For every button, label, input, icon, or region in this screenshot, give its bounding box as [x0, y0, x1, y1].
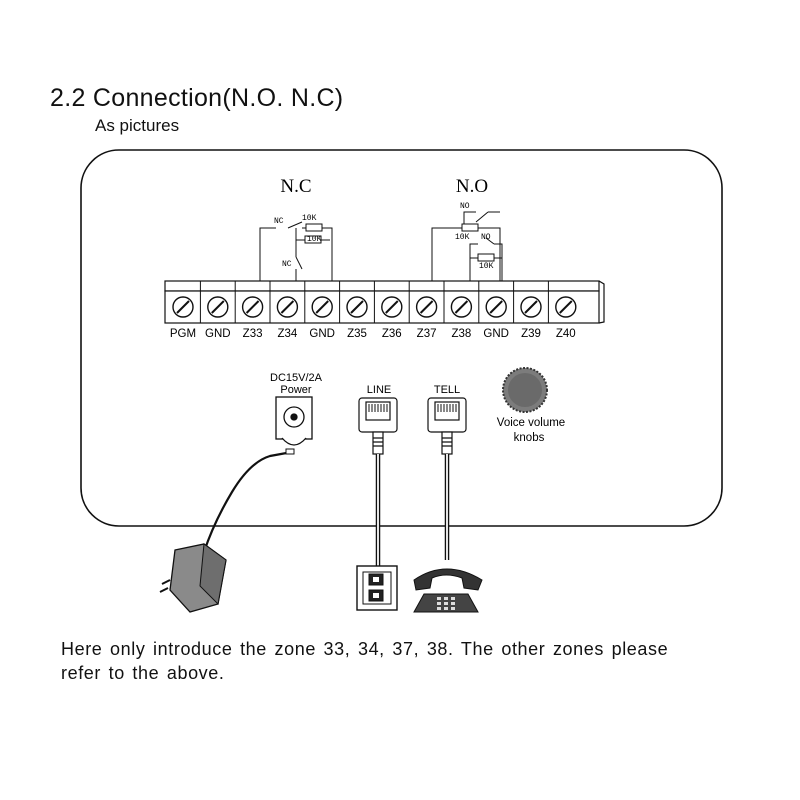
power-cable	[202, 450, 293, 553]
footer-note: Here only introduce the zone 33, 34, 37,…	[61, 637, 668, 685]
terminal-label: Z39	[521, 328, 541, 340]
terminal-screw-slot	[211, 300, 225, 314]
nc-group-label: N.C	[280, 176, 311, 197]
no-resistor-bottom-label: 10K	[479, 262, 494, 271]
terminal-label: GND	[483, 328, 509, 340]
voice-volume-knob	[502, 367, 548, 413]
terminal-label: Z40	[556, 328, 576, 340]
terminal-screw-slot	[350, 300, 364, 314]
terminal-labels: PGM GND Z33 Z34 GND Z35 Z36 Z37 Z38 GND Z39 Z40	[170, 328, 576, 340]
panel-outline	[80, 149, 723, 527]
power-label-line2: Power	[280, 384, 312, 396]
no-switch-mid-label: NO	[481, 233, 491, 242]
footer-line-1: Here only introduce the zone 33, 34, 37,…	[61, 639, 669, 659]
line-port	[358, 397, 398, 455]
power-label-line1: DC15V/2A	[270, 372, 323, 384]
terminal-label: GND	[309, 328, 335, 340]
terminal-screw-slot	[280, 300, 295, 314]
nc-switch-side-label: NC	[282, 260, 292, 269]
no-resistor-mid-label: 10K	[455, 233, 470, 242]
terminal-screw-slot	[454, 300, 469, 314]
terminal-screw-slot	[385, 300, 399, 314]
page-subtitle: As pictures	[95, 116, 180, 135]
terminal-label: Z33	[243, 328, 263, 340]
terminal-screw-slot	[176, 300, 190, 314]
line-port-label: LINE	[367, 384, 391, 396]
terminal-label: Z38	[451, 328, 471, 340]
power-adapter	[159, 543, 227, 613]
no-circuit	[431, 211, 503, 290]
telephone-icon	[413, 568, 483, 613]
terminal-screw-slot	[489, 300, 503, 314]
terminal-label: Z34	[277, 328, 297, 340]
terminal-label: Z35	[347, 328, 367, 340]
knob-label-line2: knobs	[514, 432, 545, 444]
nc-switch-label: NC	[274, 217, 284, 226]
page-title: 2.2 Connection(N.O. N.C)	[50, 84, 344, 112]
nc-resistor-top-label: 10K	[302, 214, 317, 223]
tell-port	[427, 397, 467, 455]
terminal-screws	[172, 281, 577, 323]
power-jack	[275, 396, 313, 446]
terminal-label: Z37	[417, 328, 437, 340]
no-switch-top-label: NO	[460, 202, 470, 211]
no-group-label: N.O	[456, 176, 488, 197]
terminal-label: Z36	[382, 328, 402, 340]
knob-label-line1: Voice volume	[497, 417, 565, 429]
terminal-label: GND	[205, 328, 231, 340]
terminal-screw-slot	[559, 300, 573, 314]
terminal-label: PGM	[170, 328, 196, 340]
power-plug	[285, 448, 295, 455]
nc-circuit	[259, 221, 333, 290]
terminal-screw-slot	[245, 300, 260, 314]
terminal-screw-slot	[419, 300, 434, 314]
footer-line-2: refer to the above.	[61, 663, 225, 683]
terminal-screw-slot	[315, 300, 329, 314]
terminal-screw-slot	[524, 300, 538, 314]
wall-socket	[356, 565, 398, 611]
nc-resistor-bottom-label: 10K	[307, 235, 322, 244]
tell-port-label: TELL	[434, 384, 460, 396]
